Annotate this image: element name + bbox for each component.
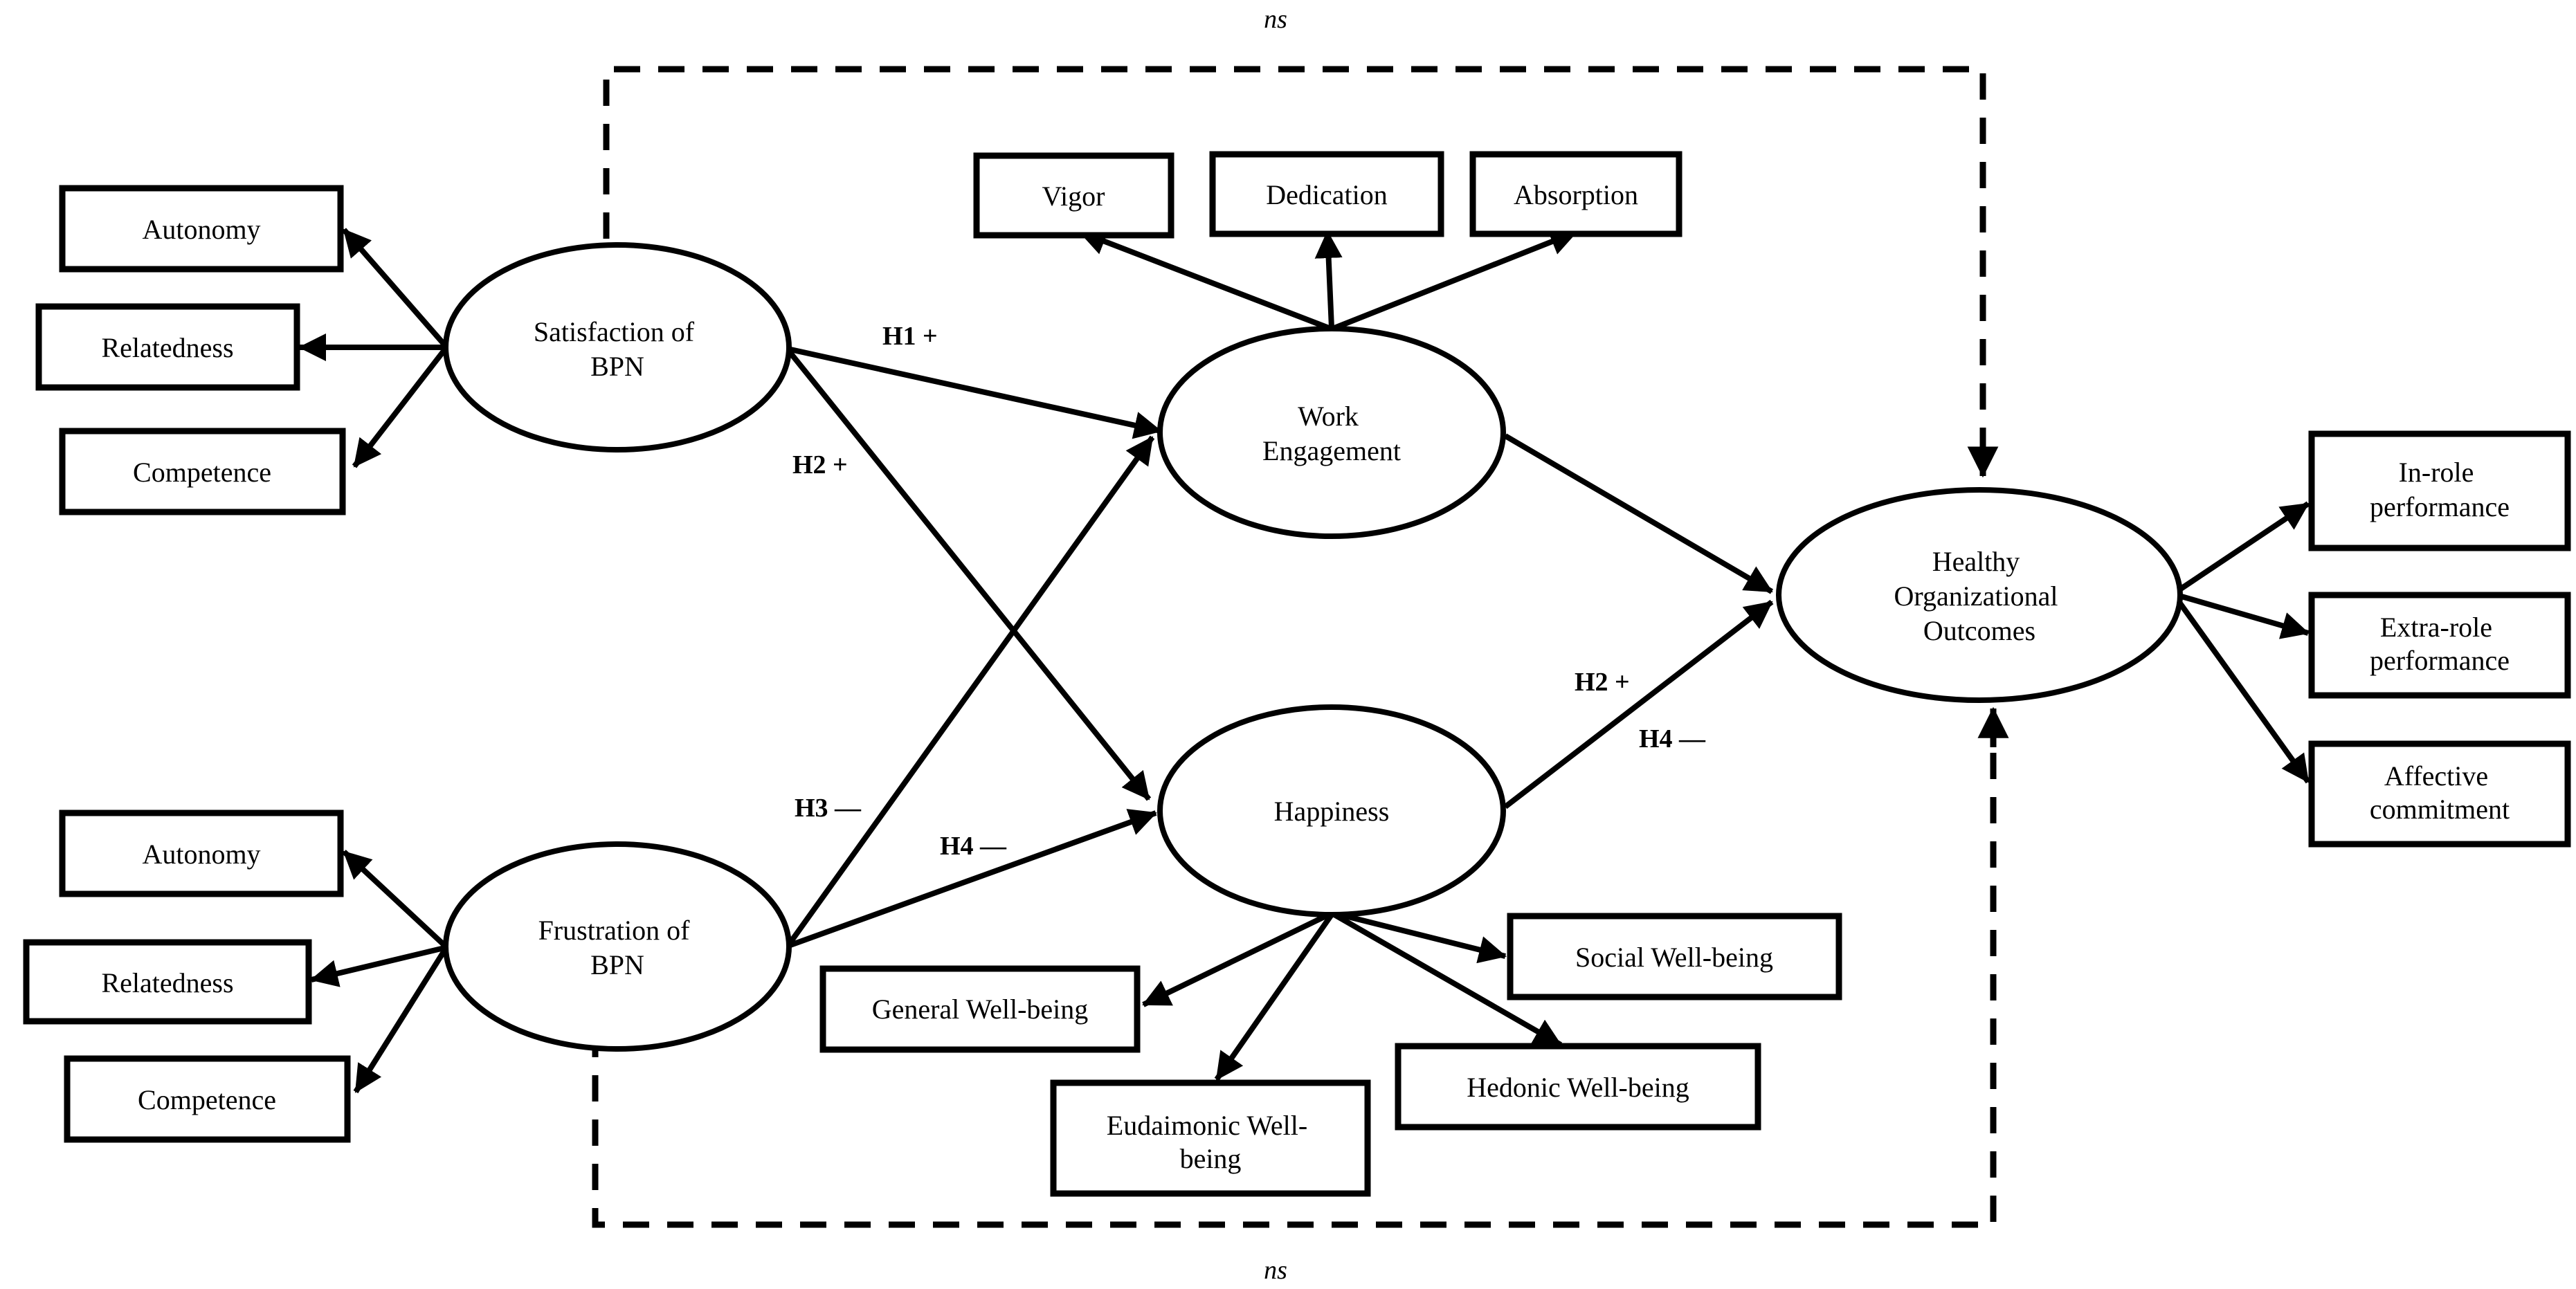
arrow-out-affective xyxy=(2174,596,2311,784)
path-h3 xyxy=(788,435,1155,944)
indicator-fru-competence: Competence xyxy=(64,1055,351,1143)
svg-text:In-role performance: In-role performance xyxy=(2370,457,2510,522)
arrow-eng-vigor xyxy=(1078,228,1330,331)
construct-work-engagement: Work Engagement xyxy=(1157,326,1506,539)
path-h2 xyxy=(788,351,1152,801)
arrow-fru-relatedness xyxy=(310,945,445,987)
indicator-sat-competence: Competence xyxy=(59,428,346,515)
arrow-hap-social xyxy=(1334,911,1507,964)
ns-label-top: ns xyxy=(1264,5,1287,34)
construct-engagement-label: Work Engagement xyxy=(1262,401,1401,466)
arrow-out-inrole xyxy=(2175,501,2310,594)
arrow-eng-absorption xyxy=(1333,228,1578,331)
construct-frustration-of-bpn: Frustration of BPN xyxy=(443,841,792,1052)
svg-text:Competence: Competence xyxy=(133,457,271,488)
construct-happiness: Happiness xyxy=(1157,704,1506,917)
arrow-sat-competence xyxy=(352,348,447,468)
indicator-fru-autonomy: Autonomy xyxy=(59,810,344,897)
construct-frustration-label: Frustration of BPN xyxy=(538,915,697,980)
svg-text:General Well-being: General Well-being xyxy=(872,994,1089,1025)
svg-text:Vigor: Vigor xyxy=(1042,181,1105,212)
indicator-eudaimonic-wellbeing: Eudaimonic Well- being xyxy=(1050,1079,1371,1197)
arrow-hap-hedonic xyxy=(1333,912,1562,1048)
indicator-inrole-performance: In-role performance xyxy=(2308,430,2571,551)
indicator-sat-autonomy: Autonomy xyxy=(59,185,344,273)
dashed-path-top xyxy=(603,66,1986,457)
indicator-absorption: Absorption xyxy=(1469,151,1682,237)
arrow-hap-eudaimonic xyxy=(1214,913,1334,1081)
construct-outcomes-label: Healthy Organizational Outcomes xyxy=(1894,546,2065,646)
svg-text:Affective commitment: Affective commitment xyxy=(2370,760,2510,825)
dashed-path-bottom xyxy=(592,740,1997,1228)
path-engagement-outcomes xyxy=(1503,433,1774,594)
arrow-out-extrarole xyxy=(2175,592,2310,639)
svg-text:Relatedness: Relatedness xyxy=(101,332,233,363)
ns-label-bottom: ns xyxy=(1264,1256,1287,1285)
indicator-vigor: Vigor xyxy=(973,152,1174,239)
hypothesis-h1: H1 + xyxy=(882,322,938,351)
indicator-general-wellbeing: General Well-being xyxy=(819,965,1141,1053)
path-h4 xyxy=(789,809,1157,948)
hypothesis-h3: H3 — xyxy=(795,794,862,823)
construct-healthy-organizational-outcomes: Healthy Organizational Outcomes xyxy=(1776,487,2183,703)
arrow-fru-autonomy xyxy=(342,850,446,947)
construct-satisfaction-of-bpn: Satisfaction of BPN xyxy=(443,242,792,452)
indicator-sat-relatedness: Relatedness xyxy=(35,303,300,391)
svg-text:Autonomy: Autonomy xyxy=(142,214,260,245)
arrow-fru-competence xyxy=(353,949,447,1094)
svg-text:Dedication: Dedication xyxy=(1266,179,1388,210)
hypothesis-h4-left: H4 — xyxy=(940,832,1007,861)
hypothesis-h2-upper: H2 + xyxy=(792,450,848,479)
svg-text:Competence: Competence xyxy=(138,1084,276,1115)
indicator-dedication: Dedication xyxy=(1209,151,1444,237)
indicator-affective-commitment: Affective commitment xyxy=(2308,740,2571,848)
construct-happiness-label: Happiness xyxy=(1274,796,1390,827)
svg-text:Relatedness: Relatedness xyxy=(101,967,233,998)
path-happiness-outcomes xyxy=(1503,599,1774,810)
svg-text:Extra-role performance: Extra-role performance xyxy=(2370,612,2510,676)
path-h1 xyxy=(790,347,1162,439)
indicator-fru-relatedness: Relatedness xyxy=(23,939,312,1025)
arrow-sat-autonomy xyxy=(341,228,447,347)
svg-text:Eudaimonic Well- being: Eudaimonic Well- being xyxy=(1107,1110,1314,1174)
hypothesis-h4-right: H4 — xyxy=(1639,724,1706,753)
svg-text:Hedonic Well-being: Hedonic Well-being xyxy=(1467,1072,1689,1103)
indicator-extrarole-performance: Extra-role performance xyxy=(2308,592,2571,699)
arrow-eng-dedication xyxy=(1314,230,1343,329)
indicator-hedonic-wellbeing: Hedonic Well-being xyxy=(1395,1043,1761,1131)
hypothesis-h2-right: H2 + xyxy=(1575,668,1630,697)
indicator-social-wellbeing: Social Well-being xyxy=(1507,913,1842,1000)
svg-text:Social Well-being: Social Well-being xyxy=(1575,942,1773,973)
arrow-hap-general xyxy=(1142,911,1333,1007)
construct-satisfaction-label: Satisfaction of BPN xyxy=(534,316,701,382)
svg-text:Absorption: Absorption xyxy=(1514,179,1638,210)
svg-text:Autonomy: Autonomy xyxy=(142,839,260,870)
